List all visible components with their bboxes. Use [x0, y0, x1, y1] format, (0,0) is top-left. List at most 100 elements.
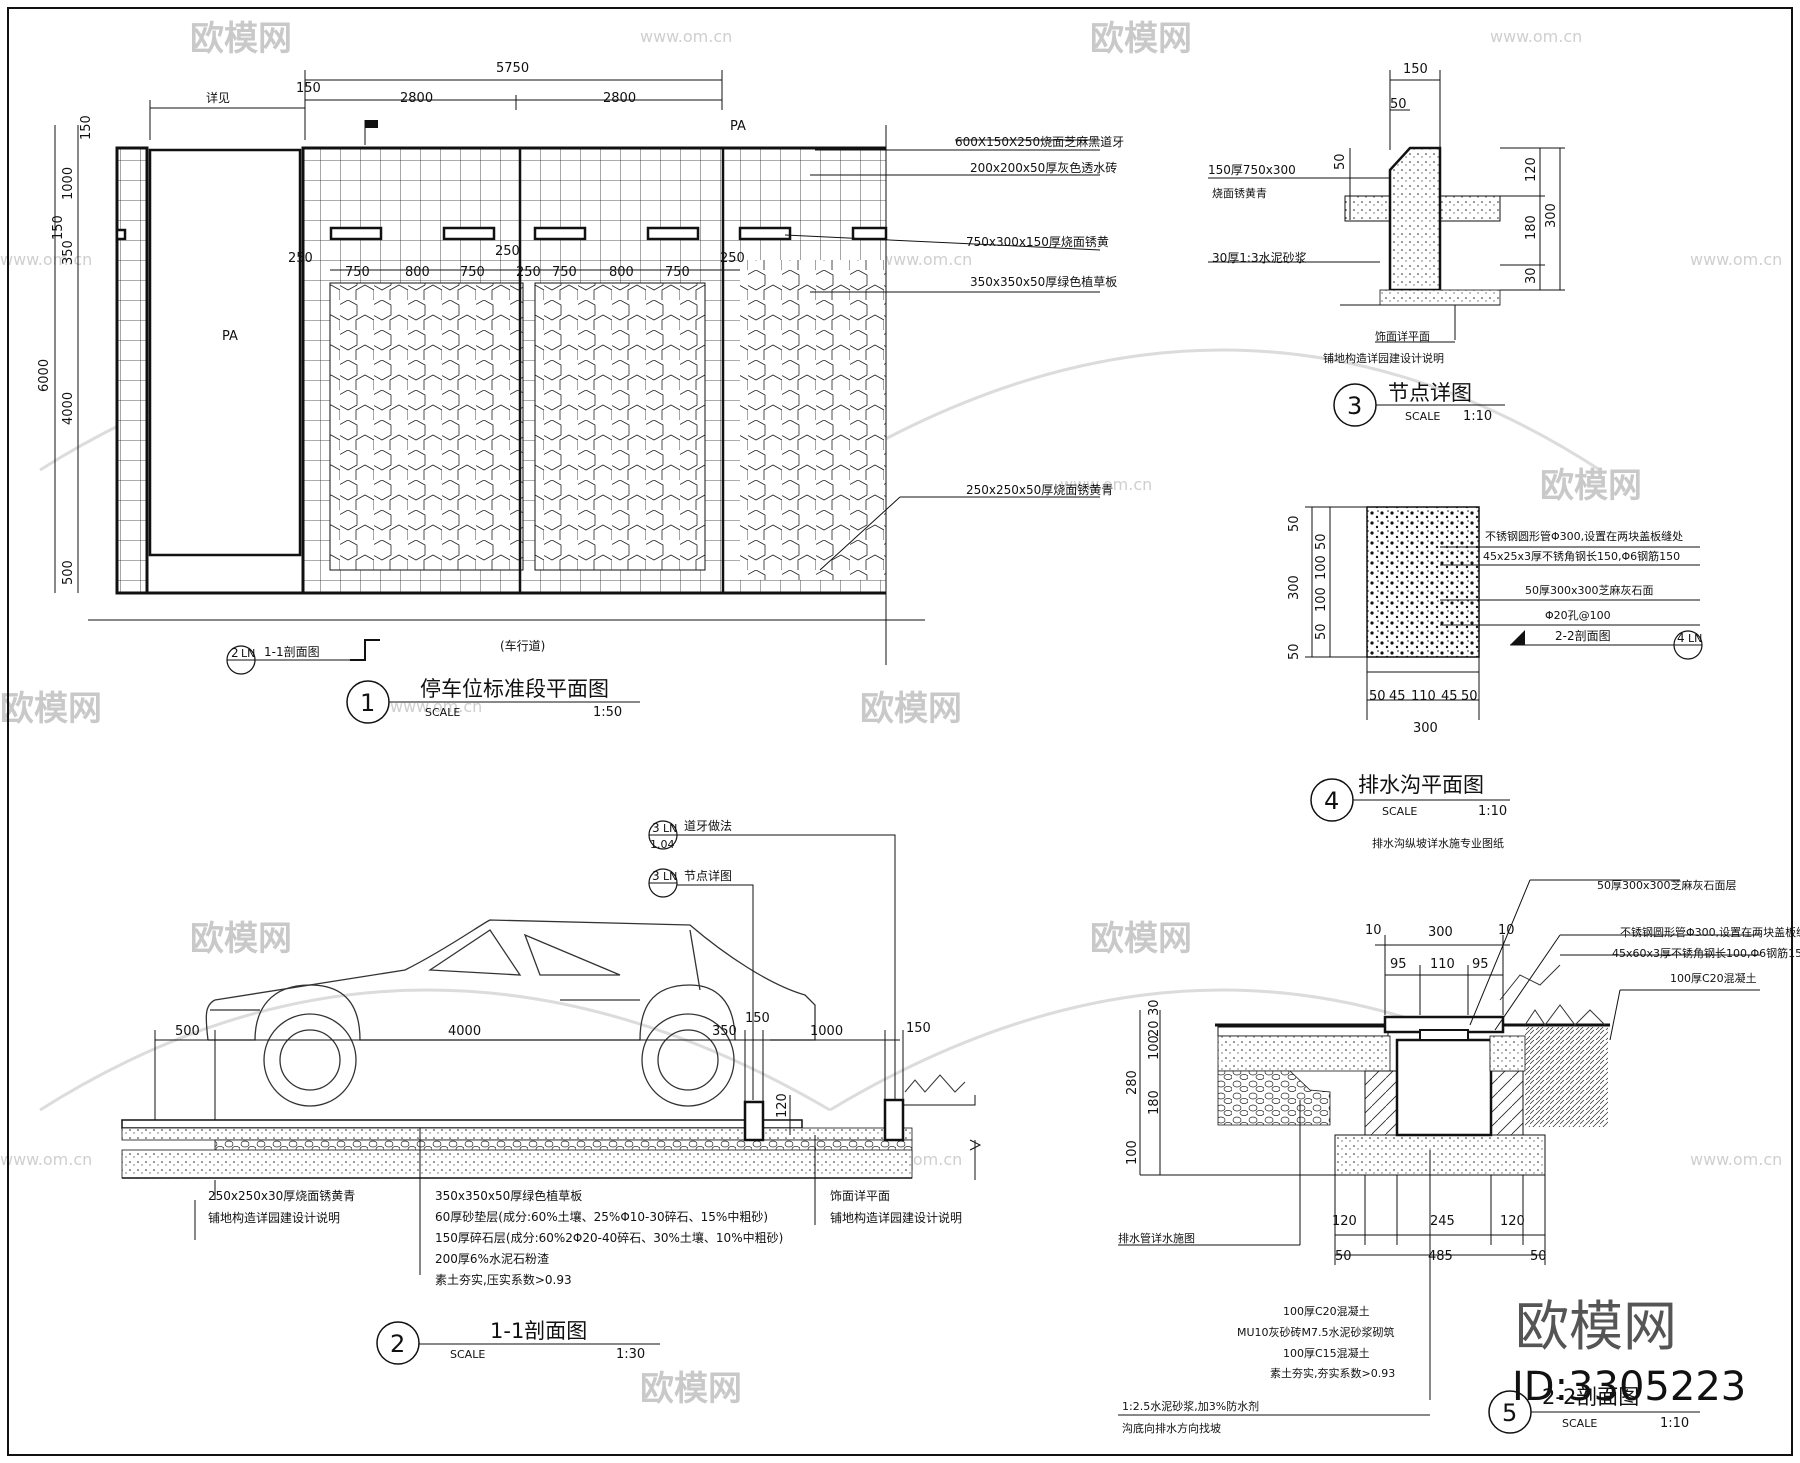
- dim-text: 300: [1413, 721, 1438, 736]
- dim-text: 50: [1287, 643, 1302, 660]
- watermark-brand: 欧模网: [0, 689, 102, 729]
- drawing-title: 3 节点详图 SCALE 1:10: [1333, 381, 1505, 427]
- dim-text: 250: [720, 251, 745, 266]
- note-text: 铺地构造详园建设计说明: [208, 1210, 340, 1225]
- mark-num: 4: [1677, 631, 1685, 645]
- note-text: 不锈钢圆形管Φ300,设置在两块盖板缝处: [1620, 925, 1800, 939]
- dim-text: 300: [1544, 203, 1559, 228]
- dim-text: 45: [1441, 689, 1458, 704]
- dim-text: 50: [1287, 515, 1302, 532]
- callout-text: 750x300x150厚烧面锈黄: [966, 235, 1109, 249]
- section-1-1: 500 4000 350 150 1000 150 120 3 LN 1.04 …: [121, 818, 982, 1365]
- sheet-border: [7, 7, 1793, 1456]
- grass-paver-layer: [121, 1119, 803, 1129]
- dim-text: 5750: [496, 61, 529, 76]
- trench-channel: [1395, 1038, 1493, 1137]
- dim-text: 2800: [603, 91, 636, 106]
- wheel-stop: [738, 226, 792, 241]
- dim-text: 750: [665, 265, 690, 280]
- dim-text: 1000: [810, 1024, 843, 1039]
- note-text: 2-2剖面图: [1555, 629, 1611, 643]
- dim-text: 10: [1365, 923, 1382, 938]
- dim-text: 750: [552, 265, 577, 280]
- mark-sheet: LN: [663, 822, 677, 835]
- dim-text: 10: [1498, 923, 1515, 938]
- scale-label: SCALE: [450, 1348, 485, 1361]
- dim-text: 280: [1125, 1070, 1140, 1095]
- soil-right: [1525, 1027, 1608, 1127]
- note-text: 排水管详水施图: [1118, 1231, 1195, 1245]
- note-text: 60厚砂垫层(成分:60%土壤、25%Φ10-30碎石、15%中粗砂): [435, 1209, 768, 1224]
- mark-num: 3: [652, 869, 660, 883]
- scale-label: SCALE: [1382, 805, 1417, 818]
- dim-text: 750: [460, 265, 485, 280]
- dim-text: 120: [775, 1093, 790, 1118]
- watermark-url: www.om.cn: [1490, 27, 1582, 46]
- drawing-note: 排水沟纵坡详水施专业图纸: [1372, 836, 1504, 850]
- dim-text: 300: [1287, 575, 1302, 600]
- callout-text: 350x350x50厚绿色植草板: [970, 274, 1117, 289]
- note-text: 30厚1:3水泥砂浆: [1212, 250, 1307, 265]
- title-text: 排水沟平面图: [1358, 773, 1484, 797]
- paving-grid: [117, 148, 147, 593]
- note-text: 150厚750x300: [1208, 163, 1296, 177]
- mark-sheet: LN: [1688, 632, 1702, 645]
- dim-text: 485: [1428, 1249, 1453, 1264]
- mark-text: 1-1剖面图: [264, 645, 320, 659]
- scale-label: SCALE: [425, 706, 460, 719]
- dim-text: 750: [345, 265, 370, 280]
- trench-base: [1334, 1134, 1546, 1176]
- dim-text: 250: [288, 251, 313, 266]
- dim-text: 180: [1524, 215, 1539, 240]
- mark-num: 3: [652, 821, 660, 835]
- grass-paver-zone: [329, 282, 524, 571]
- mark-sub: 1.04: [650, 838, 675, 851]
- dim-text: 150: [906, 1021, 931, 1036]
- dim-text: 30: [1147, 999, 1162, 1016]
- dim-text: 300: [1428, 925, 1453, 940]
- dim-text: 100: [1147, 1035, 1162, 1060]
- dim-text: 500: [175, 1024, 200, 1039]
- detail-mark: 3 LN 1.04 道牙做法: [648, 818, 896, 1100]
- dim-text: 150: [745, 1011, 770, 1026]
- road-label: (车行道): [500, 638, 545, 653]
- drawing-title: 5 2-2剖面图 SCALE 1:10: [1488, 1385, 1700, 1434]
- mark-num: 2: [231, 646, 239, 660]
- dim-text: 500: [61, 560, 76, 585]
- note-text: 素土夯实,压实系数>0.93: [435, 1272, 572, 1287]
- note-text: 350x350x50厚绿色植草板: [435, 1188, 582, 1203]
- note-text: 素土夯实,夯实系数>0.93: [1270, 1366, 1395, 1380]
- car-outline: [205, 919, 816, 1107]
- title-number: 5: [1502, 1399, 1517, 1427]
- watermark-url: www.om.cn: [0, 1150, 92, 1169]
- dim-text: 50: [1314, 623, 1329, 640]
- drain-plan: 50 50 300 100 100 50 50 50 45 110 45 50 …: [1287, 506, 1703, 850]
- dim-text: 50: [1314, 533, 1329, 550]
- note-text: 1:2.5水泥砂浆,加3%防水剂: [1122, 1399, 1259, 1413]
- corner-brand: 欧模网: [1515, 1295, 1677, 1358]
- drawing-title: 2 1-1剖面图 SCALE 1:30: [376, 1319, 660, 1365]
- dim-text: 50: [1530, 1249, 1547, 1264]
- dim-text: 100: [1314, 587, 1329, 612]
- dim-text: 150: [79, 115, 94, 140]
- mortar-bed: [1379, 289, 1501, 306]
- note-text: 铺地构造详园建设计说明: [1323, 351, 1444, 365]
- note-text: 100厚C15混凝土: [1283, 1346, 1370, 1360]
- wheel-stop-section: [743, 1100, 765, 1142]
- watermark-brand: 欧模网: [1090, 19, 1192, 59]
- scale-value: 1:10: [1660, 1416, 1689, 1431]
- section-2-2: 10 300 10 95 110 95 30 20 100 280 180 10…: [1118, 878, 1800, 1435]
- dim-text: 250: [495, 244, 520, 259]
- dim-text: 350: [61, 240, 76, 265]
- mark-sheet: LN: [663, 870, 677, 883]
- note-text: 烧面锈黄青: [1212, 186, 1267, 200]
- scale-label: SCALE: [1405, 410, 1440, 423]
- curb-section: [883, 1098, 905, 1142]
- dim-text: 45: [1389, 689, 1406, 704]
- dim-text: 95: [1390, 957, 1407, 972]
- wheel-stop: [533, 226, 587, 241]
- corner-id: ID:3305223: [1512, 1364, 1746, 1410]
- note-text: 沟底向排水方向找坡: [1122, 1421, 1221, 1435]
- title-number: 3: [1347, 392, 1362, 420]
